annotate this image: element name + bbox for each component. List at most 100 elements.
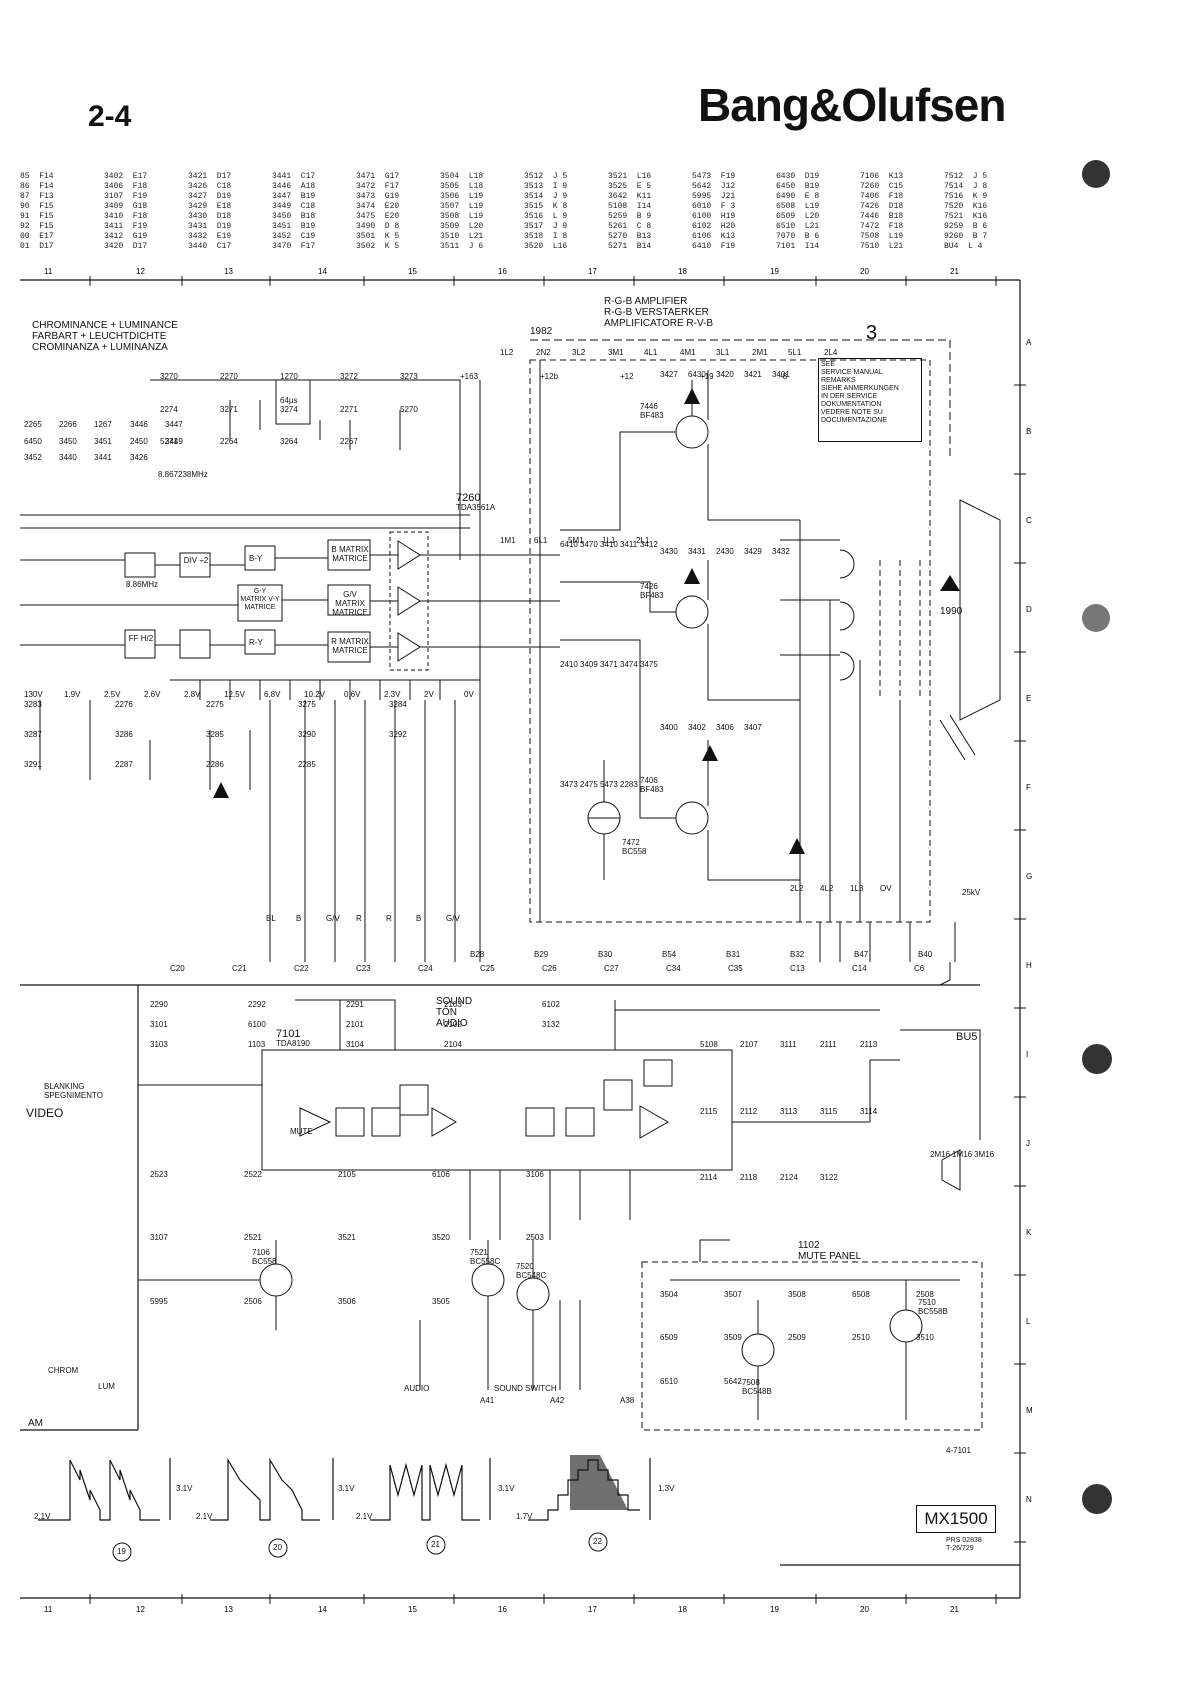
component-ref: 5642: [724, 1377, 742, 1386]
component-ref: 3471: [600, 660, 618, 669]
component-ref: 2510: [852, 1333, 870, 1342]
voltage-label: 2V: [424, 690, 434, 699]
index-cell: 3411 F19: [104, 222, 148, 231]
grid-column-label: 16: [498, 267, 507, 276]
index-cell: 3426 C18: [188, 182, 232, 191]
component-ref: 2124: [780, 1173, 798, 1182]
am-label: AM: [28, 1418, 43, 1429]
index-cell: 3447 B19: [272, 192, 316, 201]
component-ref: 3412: [640, 540, 658, 549]
index-cell: 3514 J 9: [524, 192, 568, 201]
supply-net: -8: [780, 372, 788, 381]
index-cell: 5108 I14: [608, 202, 652, 211]
b-connector: B31: [726, 950, 741, 959]
index-cell: 3474 E20: [356, 202, 400, 211]
transistor-ref: 7426: [640, 582, 658, 591]
index-cell: 6509 L20: [776, 212, 820, 221]
c-connector: C13: [790, 964, 805, 973]
index-cell: 6510 L21: [776, 222, 820, 231]
waveform-base-voltage: 2.1V: [34, 1512, 51, 1521]
b-connector: B32: [790, 950, 805, 959]
waveform-amplitude: 3.1V: [176, 1484, 193, 1493]
component-ref: 3426: [130, 453, 148, 462]
grid-row-label: F: [1026, 783, 1031, 792]
component-ref: 3291: [24, 760, 42, 769]
voltage-label: 130V: [24, 690, 43, 699]
index-cell: 3509 L20: [440, 222, 484, 231]
grid-column-label: 13: [224, 1605, 233, 1614]
index-cell: 3525 E 5: [608, 182, 652, 191]
index-cell: 9259 B 6: [944, 222, 988, 231]
index-cell: 7106 K13: [860, 172, 904, 181]
component-ref: 3429: [744, 547, 762, 556]
mute-output-label: 4-7101: [946, 1446, 971, 1455]
c-connector: C22: [294, 964, 309, 973]
component-ref: 3286: [115, 730, 133, 739]
component-ref: 3452: [24, 453, 42, 462]
component-ref: 3475: [640, 660, 658, 669]
component-ref: 5270: [400, 405, 418, 414]
index-cell: 6100 H19: [692, 212, 736, 221]
b-connector: B30: [598, 950, 613, 959]
grid-column-label: 18: [678, 1605, 687, 1614]
component-ref: 6100: [248, 1020, 266, 1029]
grid-row-label: N: [1026, 1495, 1032, 1504]
index-cell: 3505 L18: [440, 182, 484, 191]
grid-column-label: 21: [950, 1605, 959, 1614]
component-ref: 2521: [244, 1233, 262, 1242]
voltage-label: 1.9V: [64, 690, 81, 699]
speaker-node: 2M16: [930, 1150, 951, 1159]
index-cell: 5271 B14: [608, 242, 652, 251]
component-ref: 3104: [346, 1040, 364, 1049]
sound-section-title: SOUND TON AUDIO: [436, 996, 473, 1029]
c-connector: C23: [356, 964, 371, 973]
index-cell: 5642 J12: [692, 182, 736, 191]
component-ref: 2286: [206, 760, 224, 769]
a-connector: A42: [550, 1396, 565, 1405]
component-ref: 3409: [580, 660, 598, 669]
matrix-block-g: G/V MATRIX MATRICE: [332, 590, 368, 617]
index-cell: 3427 D19: [188, 192, 232, 201]
component-ref: 3113: [780, 1107, 798, 1116]
bus-signal: B: [416, 914, 422, 923]
b-connector: B28: [470, 950, 485, 959]
index-cell: 7446 B18: [860, 212, 904, 221]
component-ref: 2112: [740, 1107, 758, 1116]
component-ref: 3506: [338, 1297, 356, 1306]
component-ref: 3272: [340, 372, 358, 381]
component-ref: 3114: [860, 1107, 878, 1116]
component-ref: 2509: [788, 1333, 806, 1342]
grid-row-label: D: [1026, 605, 1032, 614]
component-ref: 1267: [94, 420, 112, 429]
component-ref: 3420: [716, 370, 734, 379]
chrom-label: CHROM: [48, 1366, 79, 1375]
component-ref: 2291: [346, 1000, 364, 1009]
ff-block: FF H/2: [128, 634, 154, 643]
component-ref: 3440: [59, 453, 77, 462]
rgb-net: 5L1: [788, 348, 802, 357]
bus-signal: G/V: [446, 914, 460, 923]
rgb-net: 4M1: [680, 348, 696, 357]
index-cell: 6450 B19: [776, 182, 820, 191]
component-ref: 2283: [620, 780, 638, 789]
index-cell: 7512 J 5: [944, 172, 988, 181]
rgb-input-net: 1L1: [602, 536, 616, 545]
index-cell: 5261 C 8: [608, 222, 652, 231]
component-ref: 2523: [150, 1170, 168, 1179]
transistor-type: BF483: [640, 785, 664, 794]
index-cell: 91 F15: [20, 212, 54, 221]
c-connector: C6: [914, 964, 925, 973]
component-ref: 3508: [788, 1290, 806, 1299]
div-block: DIV ÷2: [183, 556, 209, 565]
component-ref: 3111: [780, 1040, 797, 1049]
doc-reference: PRS 02838 T-26/729: [946, 1537, 982, 1552]
transistor-type: BC548B: [742, 1387, 772, 1396]
matrix-block-r: R MATRIX MATRICE: [331, 637, 369, 655]
component-ref: 2475: [580, 780, 598, 789]
component-ref: 2285: [298, 760, 316, 769]
demod-block-ry: R-Y: [249, 638, 263, 647]
